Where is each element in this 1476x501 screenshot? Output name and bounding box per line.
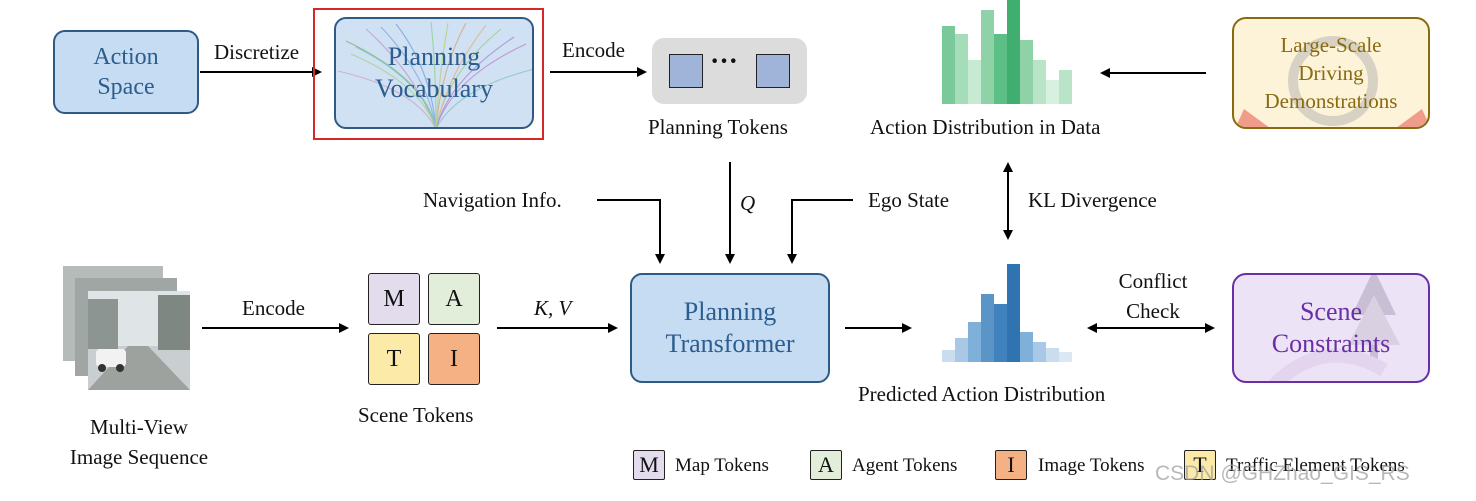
multi-view-label: Multi-View Image Sequence bbox=[69, 415, 209, 469]
demonstrations-label: Large-Scale Driving Demonstrations bbox=[1264, 33, 1398, 113]
scene-constraints-label: Scene Constraints bbox=[1271, 297, 1391, 358]
demonstrations-box: Large-Scale Driving Demonstrations bbox=[1232, 17, 1430, 129]
histogram-bar bbox=[968, 322, 981, 362]
demonstrations-illustration bbox=[1235, 36, 1428, 127]
legend-map-key: M bbox=[633, 450, 665, 480]
kl-divergence-label: KL Divergence bbox=[1028, 188, 1157, 212]
predicted-distribution-label: Predicted Action Distribution bbox=[858, 382, 1106, 406]
data-distribution-histogram bbox=[942, 0, 1072, 104]
planning-tokens-panel: ··· bbox=[652, 38, 807, 104]
legend-image-key: I bbox=[995, 450, 1027, 480]
planning-vocabulary-label: Planning Vocabulary bbox=[375, 42, 493, 103]
planning-transformer-box: Planning Transformer bbox=[630, 273, 830, 383]
planning-token-square bbox=[669, 54, 703, 88]
navigation-info-label: Navigation Info. bbox=[423, 188, 562, 212]
histogram-bar bbox=[942, 350, 955, 362]
histogram-bar bbox=[981, 294, 994, 362]
histogram-bar bbox=[1007, 264, 1020, 362]
histogram-bar bbox=[1046, 348, 1059, 362]
histogram-bar bbox=[955, 34, 968, 104]
histogram-bar bbox=[955, 338, 968, 362]
histogram-bar bbox=[994, 304, 1007, 362]
ego-state-label: Ego State bbox=[868, 188, 950, 212]
histogram-bar bbox=[968, 60, 981, 104]
predicted-distribution-histogram bbox=[942, 264, 1072, 362]
histogram-bar bbox=[1059, 70, 1072, 104]
histogram-bar bbox=[1033, 342, 1046, 362]
encode-top-label: Encode bbox=[562, 38, 625, 62]
scene-constraints-box: Scene Constraints bbox=[1232, 273, 1430, 383]
histogram-bar bbox=[1059, 352, 1072, 362]
histogram-bar bbox=[994, 34, 1007, 104]
trajectory-fan-image bbox=[337, 21, 532, 127]
query-label: Q bbox=[740, 191, 756, 215]
kv-label: K, V bbox=[534, 296, 572, 320]
histogram-bar bbox=[942, 26, 955, 104]
watermark-text: CSDN @GHZhao_GIS_RS bbox=[1155, 462, 1410, 485]
arrow-navigation bbox=[597, 199, 665, 264]
arrow-ego-state bbox=[787, 199, 853, 264]
scene-tokens-label: Scene Tokens bbox=[358, 403, 474, 427]
planning-token-square bbox=[756, 54, 790, 88]
vocabulary-highlight-frame bbox=[313, 8, 544, 140]
histogram-bar bbox=[1020, 40, 1033, 104]
action-distribution-data-label: Action Distribution in Data bbox=[870, 115, 1101, 139]
agent-token: A bbox=[428, 273, 480, 325]
planning-vocabulary-box: Planning Vocabulary bbox=[334, 17, 534, 129]
legend-agent-key: A bbox=[810, 450, 842, 480]
histogram-bar bbox=[1007, 0, 1020, 104]
action-space-box: Action Space bbox=[53, 30, 199, 114]
traffic-element-token: T bbox=[368, 333, 420, 385]
histogram-bar bbox=[981, 10, 994, 104]
scene-illustration bbox=[1269, 275, 1400, 381]
histogram-bar bbox=[1020, 332, 1033, 362]
legend-traffic-key: T bbox=[1184, 450, 1216, 480]
map-token: M bbox=[368, 273, 420, 325]
planning-tokens-label: Planning Tokens bbox=[648, 115, 788, 139]
encode-bottom-label: Encode bbox=[242, 296, 305, 320]
conflict-check-label: Conflict Check bbox=[1118, 269, 1188, 323]
camera-image-front bbox=[88, 291, 190, 390]
legend-map-label: Map Tokens bbox=[675, 455, 769, 476]
histogram-bar bbox=[1033, 60, 1046, 104]
token-ellipsis: ··· bbox=[710, 46, 739, 77]
legend-agent-label: Agent Tokens bbox=[852, 455, 958, 476]
discretize-label: Discretize bbox=[214, 40, 300, 64]
histogram-bar bbox=[1046, 80, 1059, 104]
image-token: I bbox=[428, 333, 480, 385]
legend-image-label: Image Tokens bbox=[1038, 455, 1145, 476]
legend-traffic-label: Traffic Element Tokens bbox=[1226, 455, 1405, 476]
